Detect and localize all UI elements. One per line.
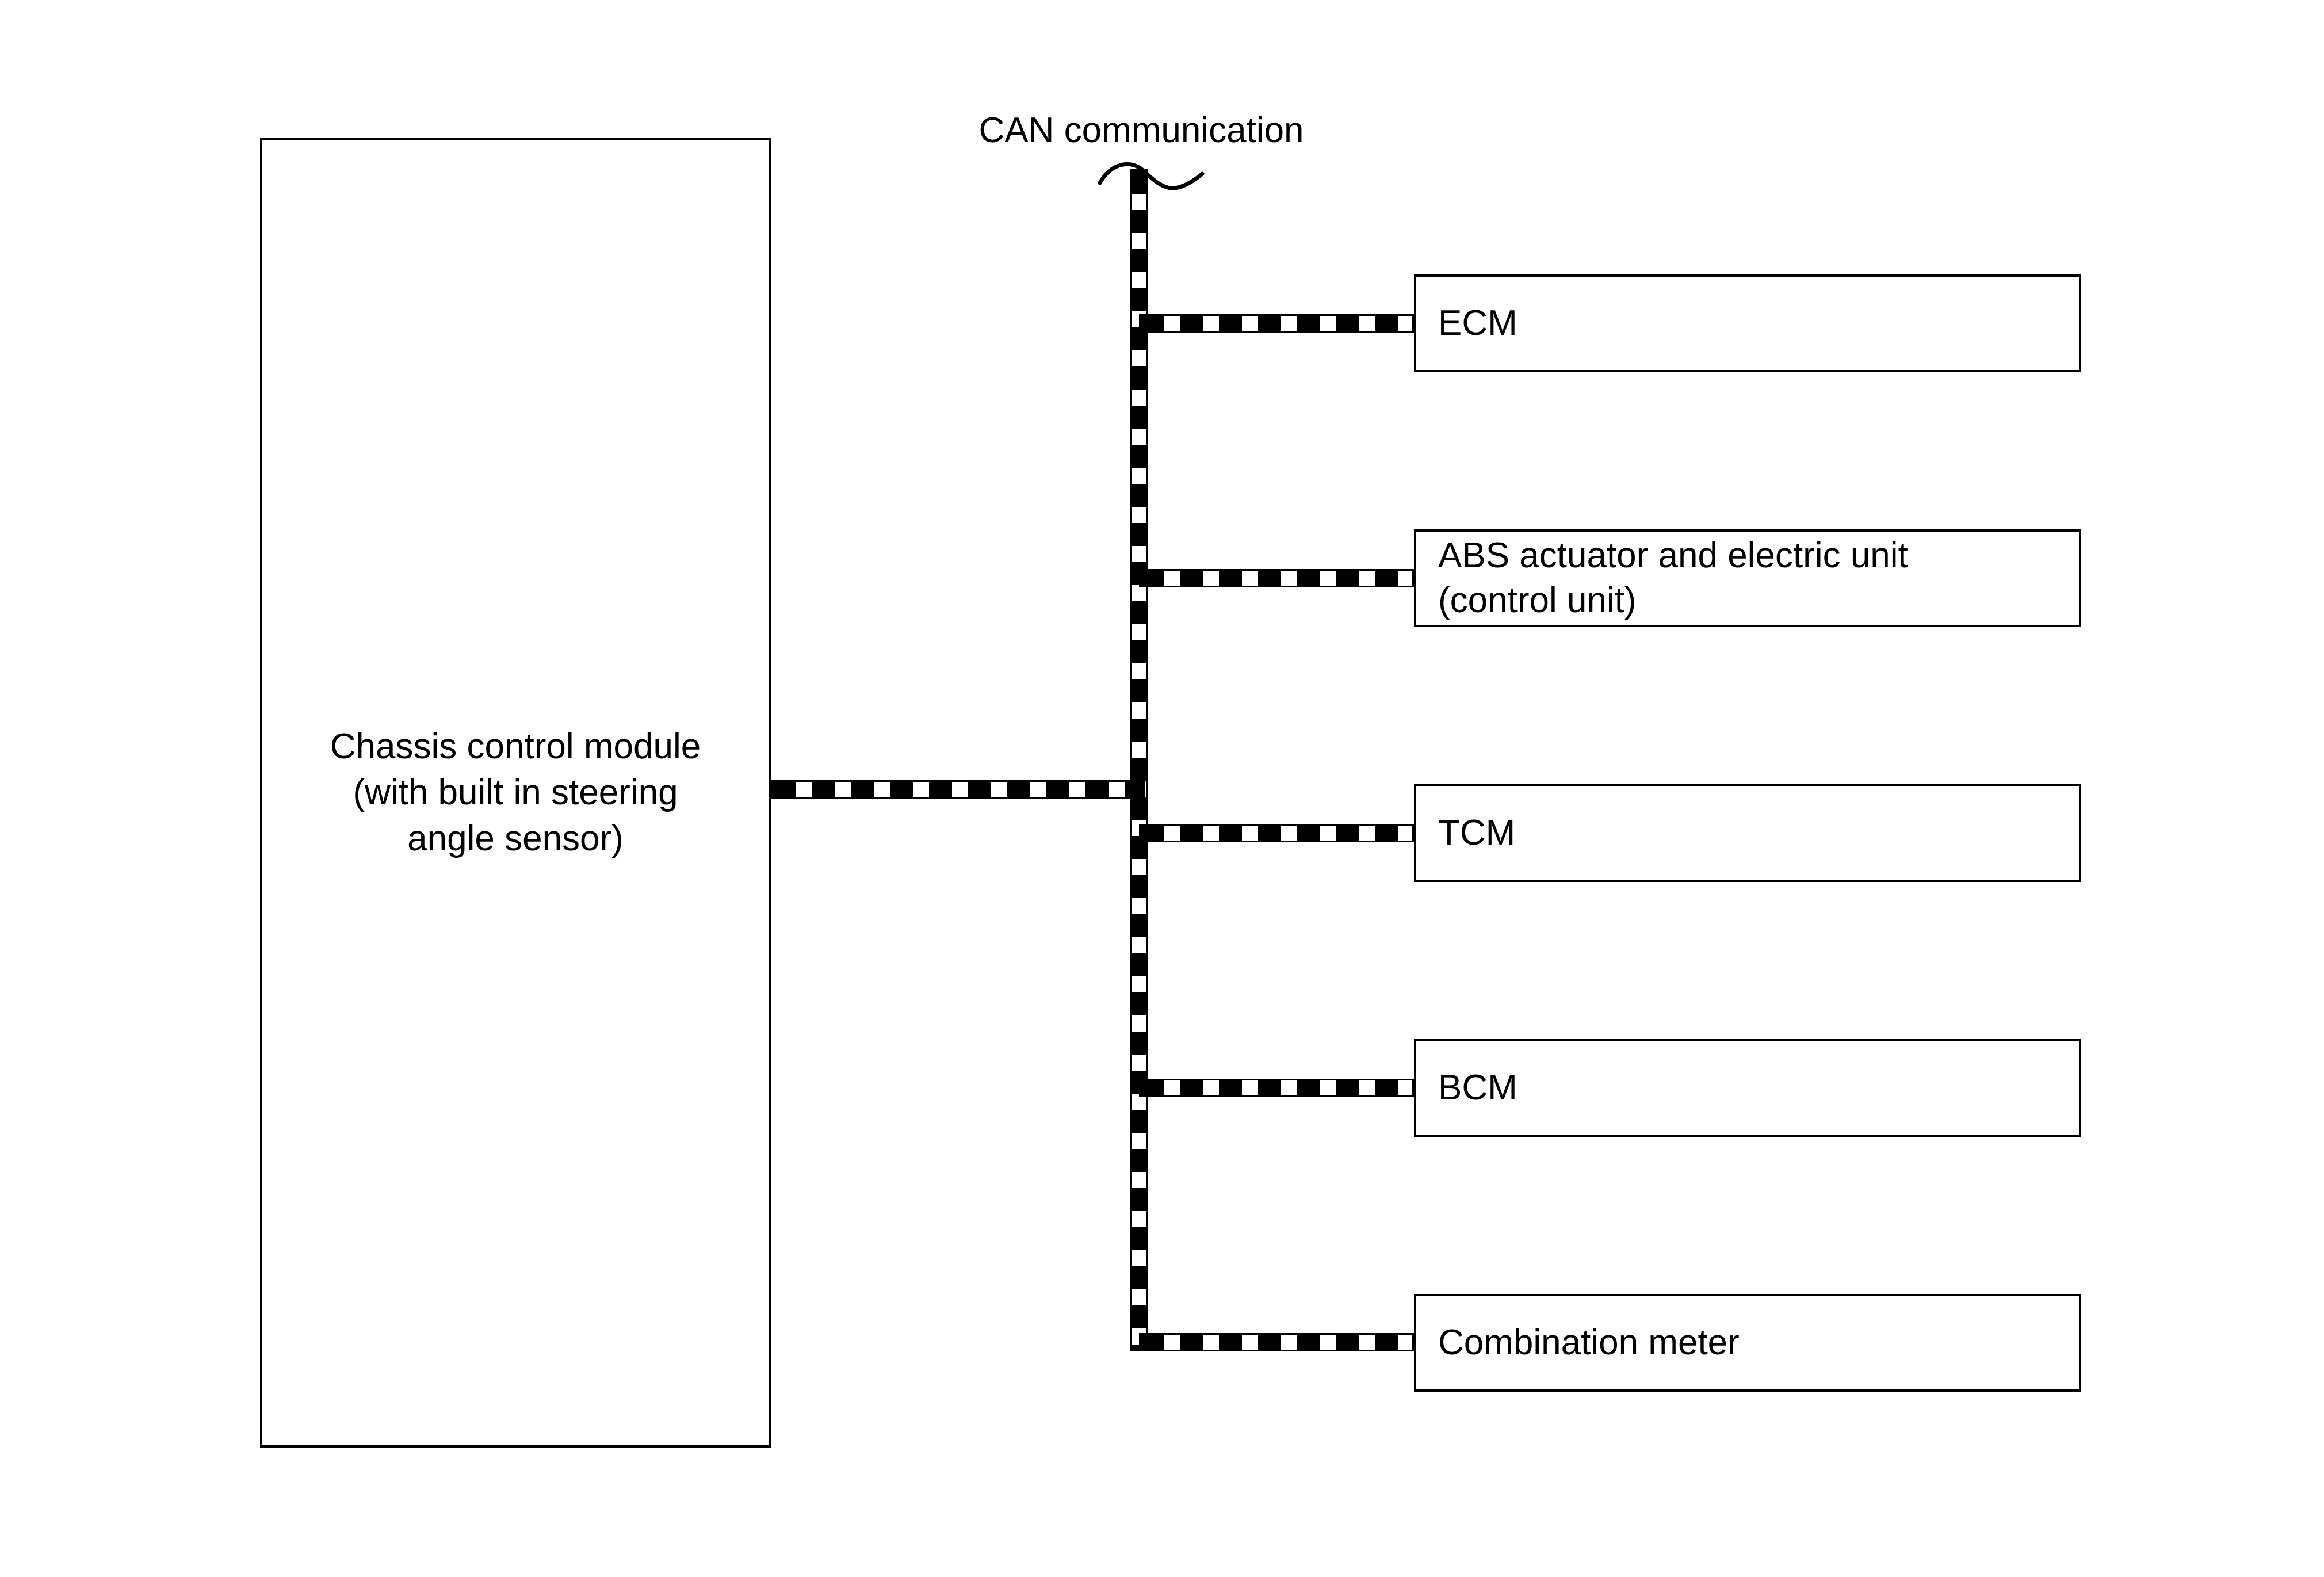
abs-actuator-label-line-2: (control unit) bbox=[1438, 581, 1637, 620]
chassis-control-module-label: Chassis control module (with built in st… bbox=[330, 724, 701, 862]
node-chassis-control-module: Chassis control module (with built in st… bbox=[260, 138, 771, 1448]
chassis-to-bus-line bbox=[771, 780, 1145, 799]
bus-branch-bcm bbox=[1139, 1079, 1414, 1097]
bus-branch-abs-actuator bbox=[1139, 569, 1414, 587]
node-combination-meter: Combination meter bbox=[1414, 1294, 2081, 1392]
bus-branch-combination-meter bbox=[1139, 1333, 1414, 1351]
ecm-label: ECM bbox=[1438, 303, 1518, 343]
node-ecm: ECM bbox=[1414, 274, 2081, 372]
label-line: Chassis control module bbox=[330, 727, 701, 766]
label-line: (with built in steering bbox=[353, 773, 678, 812]
label-line: angle sensor) bbox=[407, 819, 624, 858]
node-abs-actuator: ABS actuator and electric unit (control … bbox=[1414, 529, 2081, 627]
bus-branch-tcm bbox=[1139, 824, 1414, 842]
bus-branch-ecm bbox=[1139, 314, 1414, 333]
bus-break-squiggle-icon bbox=[1098, 162, 1205, 190]
node-tcm: TCM bbox=[1414, 784, 2081, 882]
combination-meter-label: Combination meter bbox=[1438, 1323, 1740, 1362]
bcm-label: BCM bbox=[1438, 1068, 1518, 1108]
can-communication-label: CAN communication bbox=[978, 110, 1304, 150]
tcm-label: TCM bbox=[1438, 813, 1516, 853]
node-bcm: BCM bbox=[1414, 1039, 2081, 1137]
abs-actuator-label-line-1: ABS actuator and electric unit bbox=[1438, 536, 1908, 575]
can-bus-line bbox=[1130, 169, 1148, 1351]
